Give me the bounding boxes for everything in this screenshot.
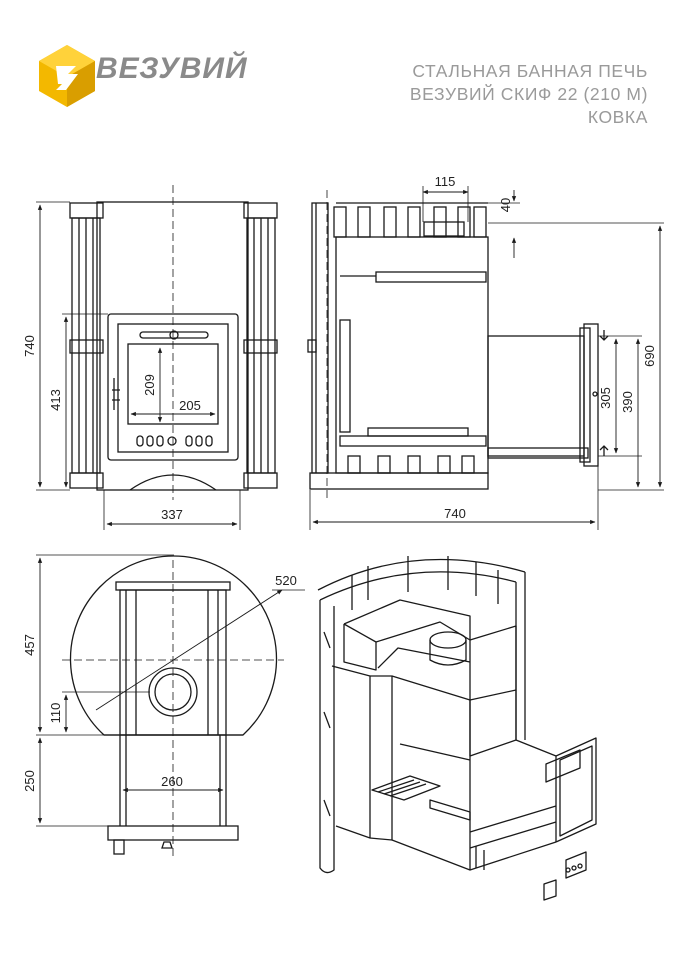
document-title: СТАЛЬНАЯ БАННАЯ ПЕЧЬ ВЕЗУВИЙ СКИФ 22 (21… [410, 60, 648, 129]
isometric-view [317, 556, 597, 901]
dim-top-extension: 250 [22, 770, 37, 792]
top-view [36, 554, 305, 860]
dim-side-top-offset: 40 [498, 198, 513, 212]
title-line-3: КОВКА [587, 107, 648, 127]
dim-front-height-total: 740 [22, 335, 37, 357]
dim-side-height: 690 [642, 345, 657, 367]
dim-side-box-height: 390 [620, 391, 635, 413]
header: ВЕЗУВИЙ СТАЛЬНАЯ БАННАЯ ПЕЧЬ ВЕЗУВИЙ СКИ… [0, 0, 686, 140]
dim-door-height: 209 [142, 374, 157, 396]
dim-door-width: 205 [179, 398, 201, 413]
dim-top-radius: 520 [275, 573, 297, 588]
dim-top-offset: 110 [48, 703, 63, 724]
title-line-2: ВЕЗУВИЙ СКИФ 22 (210 М) [409, 84, 648, 104]
vesuvius-cube-logo-icon [39, 45, 95, 107]
front-view [36, 185, 278, 530]
side-view [307, 186, 664, 530]
dim-front-width: 337 [161, 507, 183, 522]
dim-top-extension-width: 260 [161, 774, 183, 789]
dim-front-height-door: 413 [48, 389, 63, 411]
dim-top-depth: 457 [22, 634, 37, 656]
title-line-1: СТАЛЬНАЯ БАННАЯ ПЕЧЬ [412, 61, 648, 81]
dim-side-box-inner: 305 [598, 387, 613, 409]
dim-side-top-width: 115 [435, 174, 456, 189]
dim-side-depth: 740 [444, 506, 466, 521]
brand-name: ВЕЗУВИЙ [96, 52, 248, 85]
